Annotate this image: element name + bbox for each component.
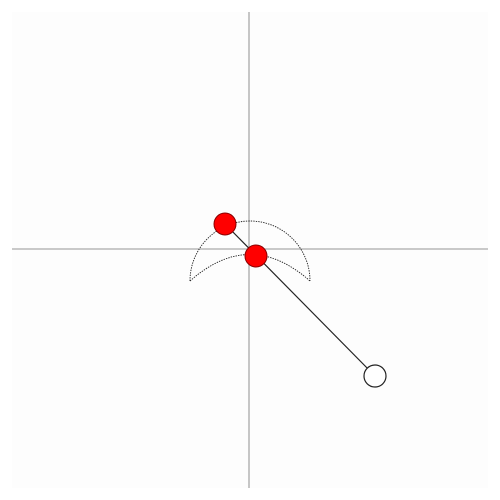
drag-handle-point[interactable] [363, 364, 387, 388]
upper-red-point[interactable] [213, 212, 237, 236]
outer-arc [189, 220, 311, 282]
crescent-shape [189, 220, 311, 282]
lower-red-point[interactable] [244, 244, 268, 268]
